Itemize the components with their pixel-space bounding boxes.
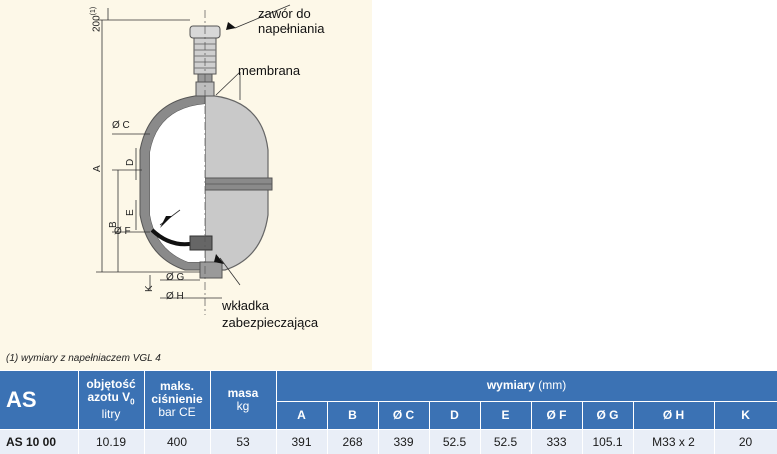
header-mass: masa kg [210, 371, 277, 430]
dim-label-h: Ø H [166, 291, 184, 302]
header-dim-d: D [429, 401, 481, 430]
header-dim-a: A [276, 401, 328, 430]
bottom-port [199, 261, 223, 279]
accumulator-drawing [96, 4, 291, 315]
cell-dim-a: 391 [276, 429, 328, 454]
safety-insert [189, 235, 213, 251]
header-dim-e: E [480, 401, 532, 430]
cell-dim-g: 105.1 [582, 429, 634, 454]
dim-label-c: Ø C [112, 120, 130, 131]
header-pressure: maks. ciśnienie bar CE [144, 371, 211, 430]
callout-filling-valve: zawór do napełniania [258, 6, 325, 36]
header-volume: objętość azotu V0 litry [78, 371, 145, 430]
callout-membrane: membrana [238, 63, 301, 78]
dim-label-g: Ø G [166, 272, 185, 283]
header-dim-g: Ø G [582, 401, 634, 430]
header-dim-c: Ø C [378, 401, 430, 430]
callout-insert-line1: wkładka [222, 298, 269, 313]
cell-dim-b: 268 [327, 429, 379, 454]
cell-dim-e: 52.5 [480, 429, 532, 454]
dim-label-a: A [92, 165, 103, 172]
cell-dim-d: 52.5 [429, 429, 481, 454]
footnote: (1) wymiary z napełniaczem VGL 4 [6, 353, 161, 364]
cell-pressure: 400 [144, 429, 211, 454]
technical-drawing-panel: zawór do napełniania membrana wkładka za… [0, 0, 372, 370]
header-dimensions: wymiary (mm) [276, 371, 777, 402]
dim-label-e: E [125, 209, 136, 216]
dim-label-k: K [144, 285, 155, 292]
header-dim-b: B [327, 401, 379, 430]
header-dim-k: K [714, 401, 777, 430]
cell-model: AS 10 00 [0, 429, 79, 454]
cell-dim-f: 333 [531, 429, 583, 454]
table-row: AS 10 00 10.19 400 53 391 268 339 52.5 5… [0, 429, 777, 454]
spec-table: AS objętość azotu V0 litry maks. ciśnien… [0, 371, 777, 454]
cell-dim-k: 20 [714, 429, 777, 454]
dim-label-top: 200(1) [90, 6, 103, 32]
cell-volume: 10.19 [78, 429, 145, 454]
header-dim-h: Ø H [633, 401, 715, 430]
dim-label-f: Ø F [114, 226, 131, 237]
header-dim-f: Ø F [531, 401, 583, 430]
dim-label-d: D [125, 158, 136, 166]
cell-dim-c: 339 [378, 429, 430, 454]
cell-dim-h: M33 x 2 [633, 429, 715, 454]
callout-insert-line2: zabezpieczająca [222, 315, 319, 330]
series-header: AS [0, 371, 79, 430]
cell-mass: 53 [210, 429, 277, 454]
